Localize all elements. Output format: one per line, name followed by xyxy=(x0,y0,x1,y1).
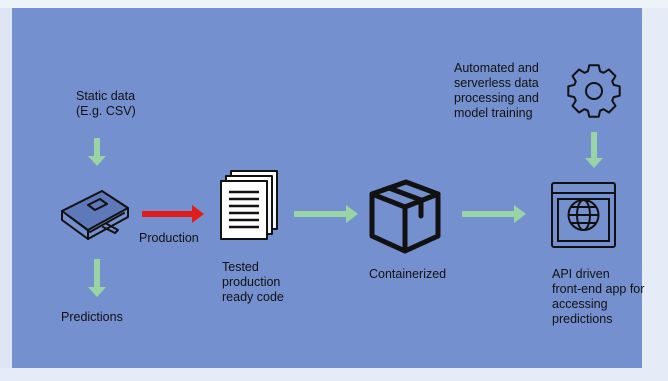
predictions-label: Predictions xyxy=(61,310,123,324)
static-data-label: Static data (E.g. CSV) xyxy=(76,89,136,118)
notebook-icon xyxy=(61,190,129,240)
web-browser-icon xyxy=(551,182,616,248)
bottom-frame-strip xyxy=(0,368,668,381)
containerized-label: Containerized xyxy=(369,267,447,281)
api-app-label: API driven front-end app for accessing p… xyxy=(552,267,645,326)
arrow-production xyxy=(142,205,204,223)
slide-panel xyxy=(12,8,642,368)
tested-code-label: Tested production ready code xyxy=(222,260,284,304)
automated-training-label: Automated and serverless data processing… xyxy=(454,61,539,120)
top-frame-strip xyxy=(0,0,668,8)
production-label: Production xyxy=(139,231,199,245)
arrow-notebook-to-predictions xyxy=(88,259,106,297)
arrow-container-to-app xyxy=(462,205,526,223)
package-box-icon xyxy=(369,179,441,254)
gear-icon xyxy=(567,64,621,118)
arrow-gear-to-app xyxy=(585,132,603,168)
documents-icon xyxy=(220,170,278,240)
arrow-static-to-notebook xyxy=(88,138,106,166)
right-frame-strip xyxy=(642,8,668,381)
arrow-code-to-container xyxy=(294,205,358,223)
